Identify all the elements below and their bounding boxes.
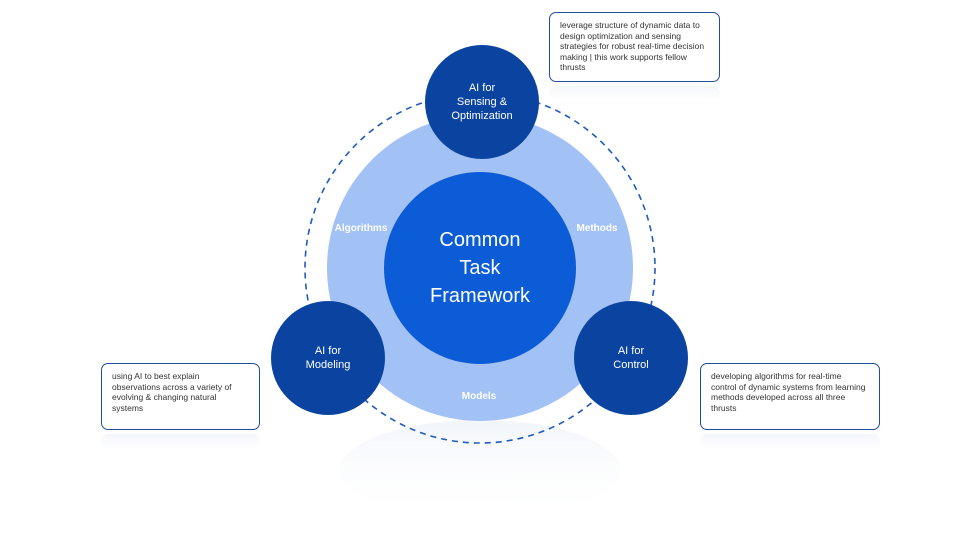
node-modeling — [271, 301, 385, 415]
reflection — [340, 420, 620, 520]
node-control — [574, 301, 688, 415]
node-modeling-label: AI for Modeling — [305, 345, 351, 371]
dashed-orbit — [304, 92, 656, 444]
node-sensing-optimization — [425, 45, 539, 159]
node-sensing-optimization-label: AI for Sensing & Optimization — [451, 82, 513, 122]
node-control-label: AI for Control — [613, 345, 649, 371]
ring-label-algorithms: Algorithms — [334, 223, 388, 234]
center-circle — [384, 172, 576, 364]
callout-shadow — [101, 434, 260, 448]
ring-label-methods: Methods — [576, 223, 618, 234]
callout-control: developing algorithms for real-time cont… — [700, 363, 880, 430]
callout-sensing-optimization: leverage structure of dynamic data to de… — [549, 12, 720, 82]
callout-shadow — [549, 86, 720, 100]
center-label: Common Task Framework — [429, 229, 530, 307]
callout-modeling: using AI to best explain observations ac… — [101, 363, 260, 430]
callout-shadow — [700, 434, 880, 448]
ring-label-models: Models — [461, 391, 497, 402]
